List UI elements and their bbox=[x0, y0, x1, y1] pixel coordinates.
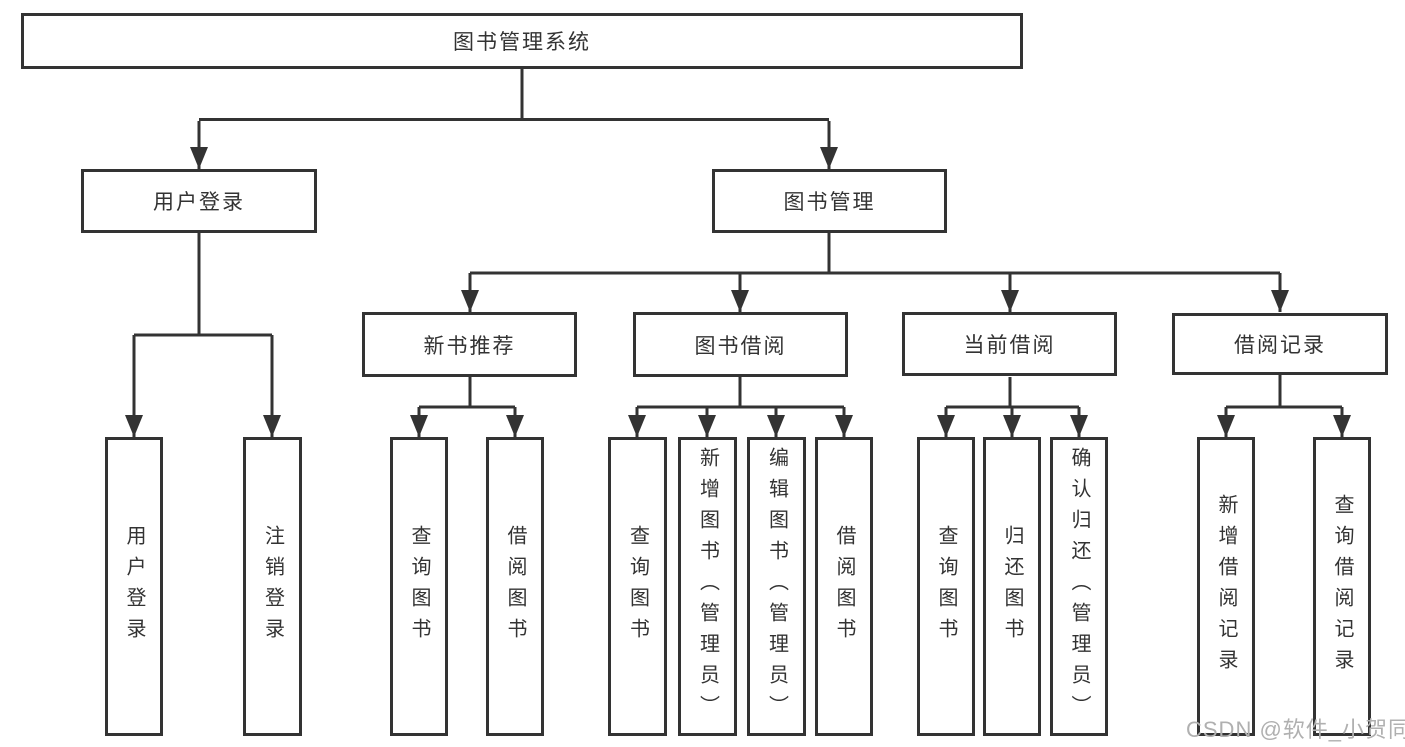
root-node-label: 图书管理系统 bbox=[453, 31, 591, 54]
leaf-user-login: 用户登录 bbox=[105, 437, 163, 736]
csdn-watermark: CSDN @软件_小贺同学 bbox=[1186, 717, 1405, 742]
node-book-borrowing-label: 图书借阅 bbox=[694, 334, 787, 358]
node-current-borrowing-label: 当前借阅 bbox=[963, 334, 1056, 357]
leaf-borrow-books: 借阅图书 bbox=[815, 437, 873, 736]
leaf-add-book-admin: 新增图书（管理员） bbox=[678, 437, 737, 736]
leaf-newbook-query-books: 查询图书 bbox=[390, 437, 448, 736]
node-borrowing-records-label: 借阅记录 bbox=[1234, 334, 1326, 357]
node-book-management: 图书管理 bbox=[712, 169, 947, 233]
leaf-return-books: 归还图书 bbox=[983, 437, 1041, 736]
node-book-borrowing: 图书借阅 bbox=[633, 312, 848, 377]
leaf-query-borrow-record: 查询借阅记录 bbox=[1313, 437, 1371, 736]
leaf-current-query-books: 查询图书 bbox=[917, 437, 975, 736]
node-current-borrowing: 当前借阅 bbox=[902, 312, 1117, 376]
leaf-add-borrow-record: 新增借阅记录 bbox=[1197, 437, 1255, 736]
leaf-newbook-borrow-books: 借阅图书 bbox=[486, 437, 544, 736]
node-user-login: 用户登录 bbox=[81, 169, 317, 233]
root-node-library-system: 图书管理系统 bbox=[21, 13, 1023, 69]
node-user-login-label: 用户登录 bbox=[153, 191, 245, 214]
leaf-borrowing-query-books: 查询图书 bbox=[608, 437, 667, 736]
node-new-book-recommend: 新书推荐 bbox=[362, 312, 577, 377]
node-new-book-recommend-label: 新书推荐 bbox=[423, 334, 516, 358]
leaf-logout: 注销登录 bbox=[243, 437, 302, 736]
node-borrowing-records: 借阅记录 bbox=[1172, 313, 1388, 375]
leaf-confirm-return-admin: 确认归还（管理员） bbox=[1050, 437, 1108, 736]
leaf-edit-book-admin: 编辑图书（管理员） bbox=[747, 437, 806, 736]
node-book-management-label: 图书管理 bbox=[783, 191, 876, 214]
